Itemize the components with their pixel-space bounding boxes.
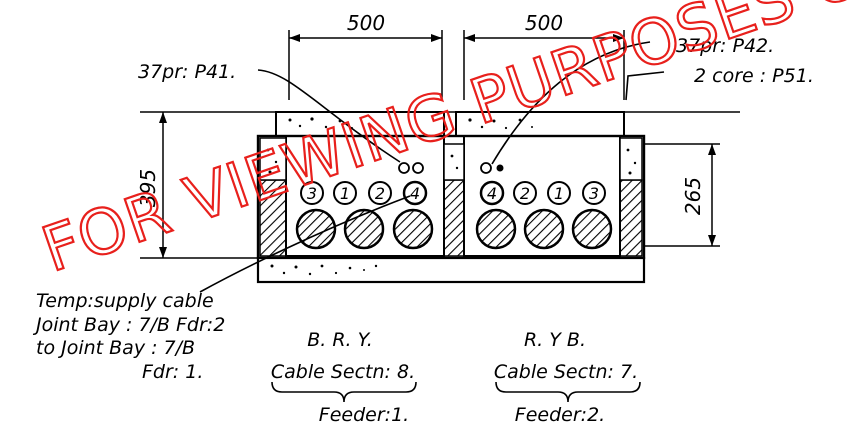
feeder-2-phases: R. Y B. <box>524 329 586 351</box>
feeder-2-cable-section: Cable Sectn: 7. <box>494 361 638 383</box>
cable-number-right-4: 3 <box>589 184 599 203</box>
callout-37pr-p42: 37pr: P42. <box>676 35 774 57</box>
temp-supply-note: Temp:supply cable Joint Bay : 7/B Fdr:2 … <box>32 290 225 383</box>
dimension-right-width: 500 <box>525 11 563 35</box>
note-line-3: to Joint Bay : 7/B <box>36 337 195 359</box>
cable-number-left-4: 4 <box>410 184 420 203</box>
numbered-cables-left <box>300 180 428 206</box>
cable-number-right-2: 2 <box>520 184 530 203</box>
note-line-1: Temp:supply cable <box>36 290 214 312</box>
leader-lines <box>199 41 665 293</box>
cable-number-left-2: 1 <box>340 184 350 203</box>
dimension-left-width: 500 <box>347 11 385 35</box>
feeder-1-labels: B. R. Y. Cable Sectn: 8. Feeder:1. <box>271 329 417 426</box>
dimension-right-height: 265 <box>681 177 705 215</box>
cable-number-left-1: 3 <box>307 184 317 203</box>
top-dimension-lines <box>288 30 625 100</box>
note-line-4: Fdr: 1. <box>142 361 203 383</box>
cable-number-right-3: 1 <box>554 184 564 203</box>
bottom-slab <box>256 256 646 284</box>
cable-number-right-1: 4 <box>487 184 497 203</box>
feeder-2-name: Feeder:2. <box>515 404 605 426</box>
feeder-1-phases: B. R. Y. <box>307 329 373 351</box>
right-height-dimension <box>644 143 720 247</box>
feeder-1-cable-section: Cable Sectn: 8. <box>271 361 415 383</box>
cable-number-left-3: 2 <box>375 184 385 203</box>
left-height-dimension <box>140 112 258 259</box>
feeder-2-labels: R. Y B. Cable Sectn: 7. Feeder:2. <box>494 329 641 426</box>
feeder-1-name: Feeder:1. <box>319 404 409 426</box>
callout-2core-p51: 2 core : P51. <box>694 65 814 87</box>
pilot-cables <box>398 162 504 174</box>
top-slabs <box>275 111 625 137</box>
callout-37pr-p41: 37pr: P41. <box>138 61 236 83</box>
note-line-2: Joint Bay : 7/B Fdr:2 <box>32 314 225 336</box>
numbered-cables-right <box>479 180 606 206</box>
dimension-left-height: 395 <box>136 169 160 207</box>
